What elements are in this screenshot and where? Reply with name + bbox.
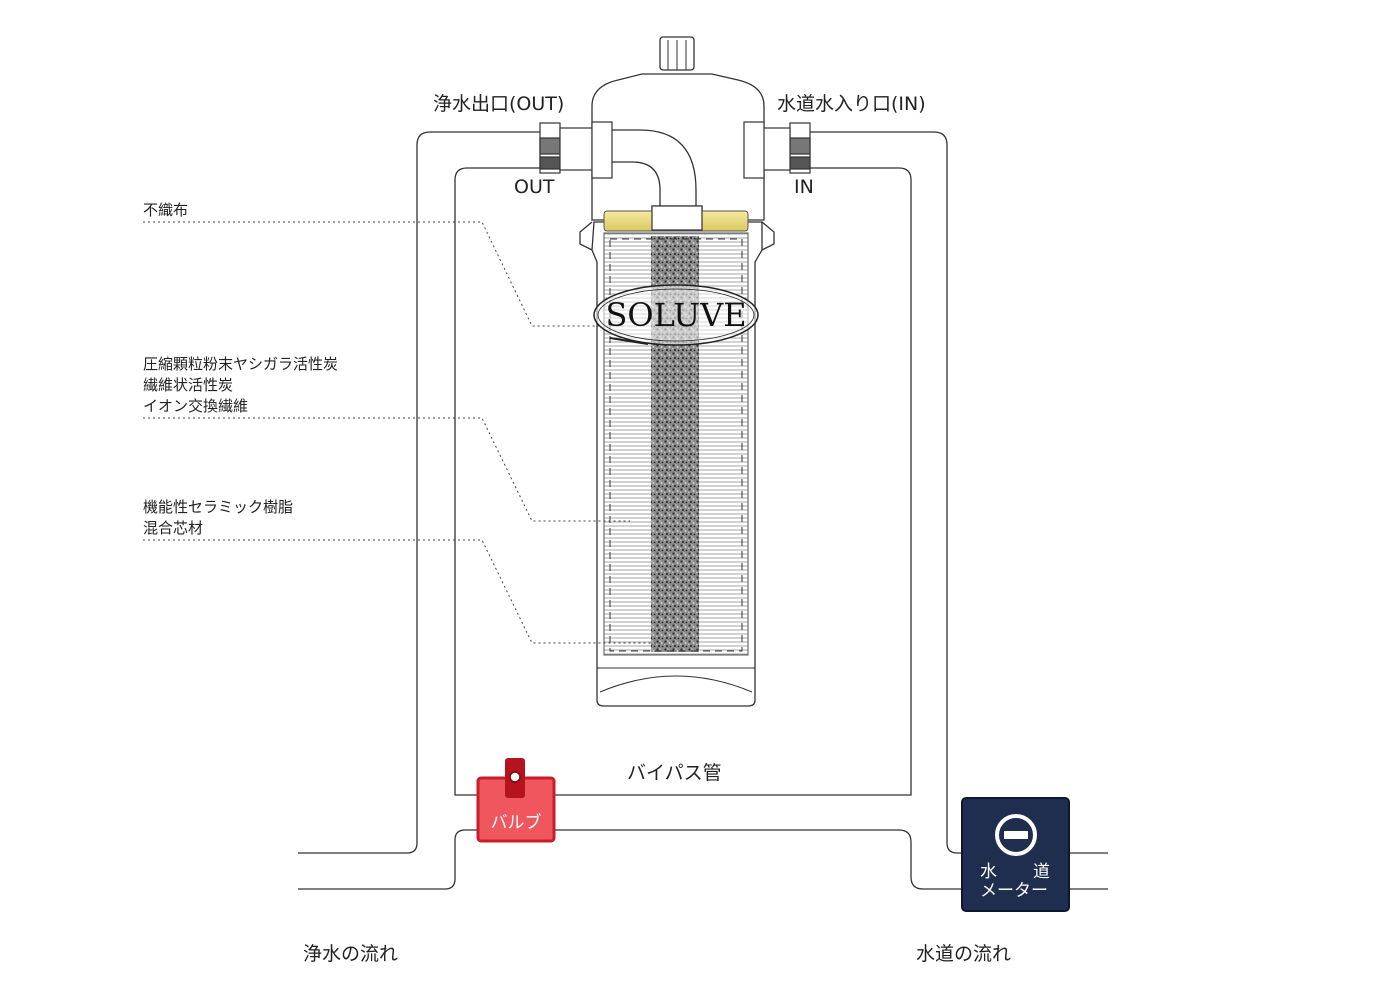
brand-logo: SOLUVE (605, 296, 746, 334)
valve[interactable] (476, 758, 556, 843)
meter-label-char1: 水 (980, 862, 997, 882)
callout-carbon-3: イオン交換繊維 (143, 397, 249, 415)
purified-flow-label: 浄水の流れ (303, 943, 399, 965)
callout-carbon-1: 圧縮顆粒粉末ヤシガラ活性炭 (143, 355, 339, 373)
minus-circle-icon (995, 814, 1037, 856)
brand-ellipse (593, 284, 759, 346)
filter-cartridge: SOLUVE (593, 205, 759, 656)
inlet-fitting (743, 121, 811, 179)
callout-ceramic-2: 混合芯材 (143, 519, 204, 537)
callout-carbon-2: 繊維状活性炭 (143, 376, 234, 394)
outlet-fitting (539, 121, 613, 179)
outlet-label: 浄水出口(OUT) (433, 93, 565, 115)
leader-ceramic (143, 539, 665, 644)
callout-ceramic-1: 機能性セラミック樹脂 (143, 498, 294, 516)
leader-nonwoven (143, 221, 600, 327)
callout-nonwoven: 不織布 (143, 201, 189, 219)
valve-to-meter-pipe (553, 829, 965, 890)
inlet-label: 水道水入り口(IN) (777, 93, 926, 115)
in-short-label: IN (794, 176, 814, 198)
housing-dome (591, 73, 765, 221)
outlet-pipe-inner (454, 167, 560, 796)
out-short-label: OUT (514, 176, 555, 198)
bypass-pipe-top (553, 167, 912, 796)
outlet-pipe-outer (298, 131, 560, 854)
leader-carbon (143, 417, 630, 522)
meter-label-char2: 道 (1033, 862, 1050, 882)
bypass-label: バイパス管 (627, 762, 722, 784)
tap-flow-label: 水道の流れ (916, 943, 1012, 965)
meter-label-line2: メーター (980, 881, 1048, 901)
valve-label: バルブ (490, 813, 542, 833)
piping (298, 131, 1108, 890)
water-meter (961, 797, 1070, 912)
inlet-pipe-outer (792, 131, 965, 854)
callout-leaders (143, 221, 665, 644)
purified-water-outlet-pipe (298, 829, 478, 890)
